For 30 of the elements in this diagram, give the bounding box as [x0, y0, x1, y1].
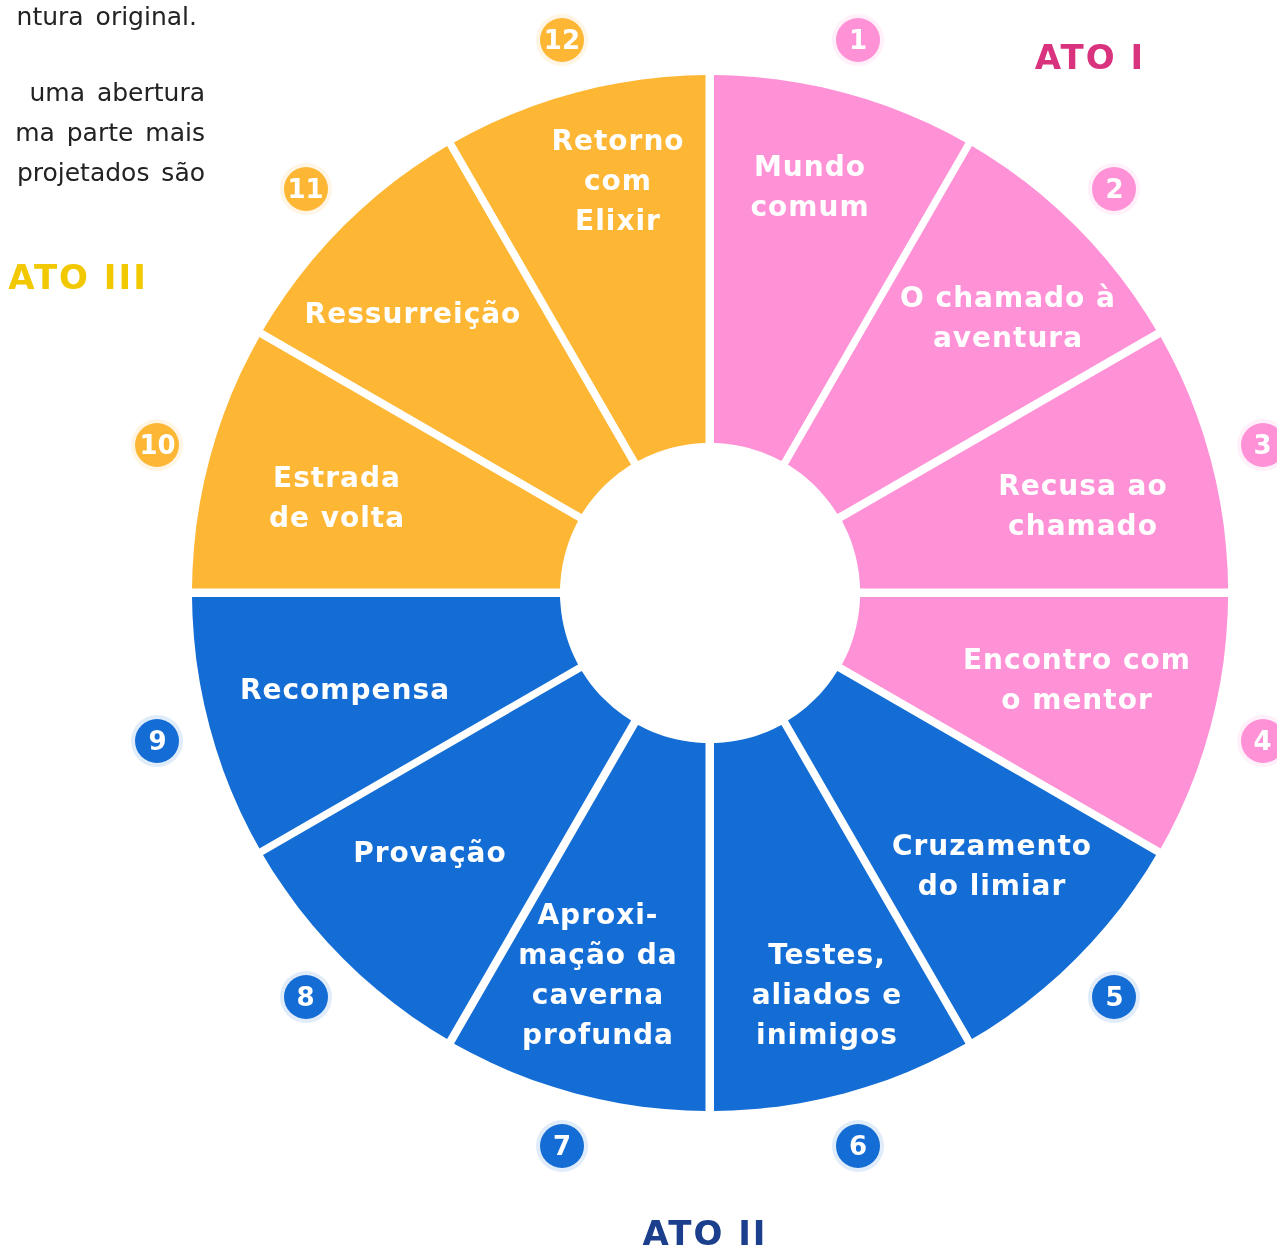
wheel-segment: [192, 337, 579, 589]
paragraph-text: ntura original.: [15, 1, 197, 33]
segment-label: Provação: [352, 835, 508, 871]
step-number-badge: 9: [135, 719, 180, 764]
act-heading: ATO II: [642, 1213, 768, 1250]
step-number-badge: 1: [836, 18, 881, 63]
act-heading: ATO III: [8, 257, 148, 297]
step-number-badge: 11: [283, 166, 328, 211]
segment-label: Cruzamento do limiar: [890, 828, 1094, 904]
step-number-badge: 8: [283, 975, 328, 1020]
segment-label: Retorno com Elixir: [550, 123, 686, 239]
step-number-badge: 6: [836, 1123, 881, 1168]
segment-label: Aproxi- mação da caverna profunda: [517, 897, 679, 1053]
step-number-badge: 7: [539, 1123, 584, 1168]
segment-label: Mundo comum: [749, 149, 871, 225]
step-number-badge: 3: [1240, 422, 1277, 467]
act-heading: ATO I: [1034, 37, 1146, 77]
segment-label: Ressurreição: [303, 296, 523, 332]
segment-label: Estrada de volta: [267, 460, 407, 536]
segment-label: Testes, aliados e inimigos: [750, 937, 904, 1053]
segment-label: Recusa ao chamado: [997, 468, 1169, 544]
step-number-badge: 12: [539, 18, 584, 63]
step-number-badge: 10: [135, 422, 180, 467]
segment-label: Recompensa: [238, 672, 452, 708]
segment-label: Encontro com o mentor: [961, 642, 1192, 718]
step-number-badge: 4: [1240, 719, 1277, 764]
segment-label: O chamado à aventura: [899, 280, 1117, 356]
step-number-badge: 2: [1092, 166, 1137, 211]
step-number-badge: 5: [1092, 975, 1137, 1020]
paragraph-text: uma abertura ma parte mais projetados são: [14, 77, 205, 189]
